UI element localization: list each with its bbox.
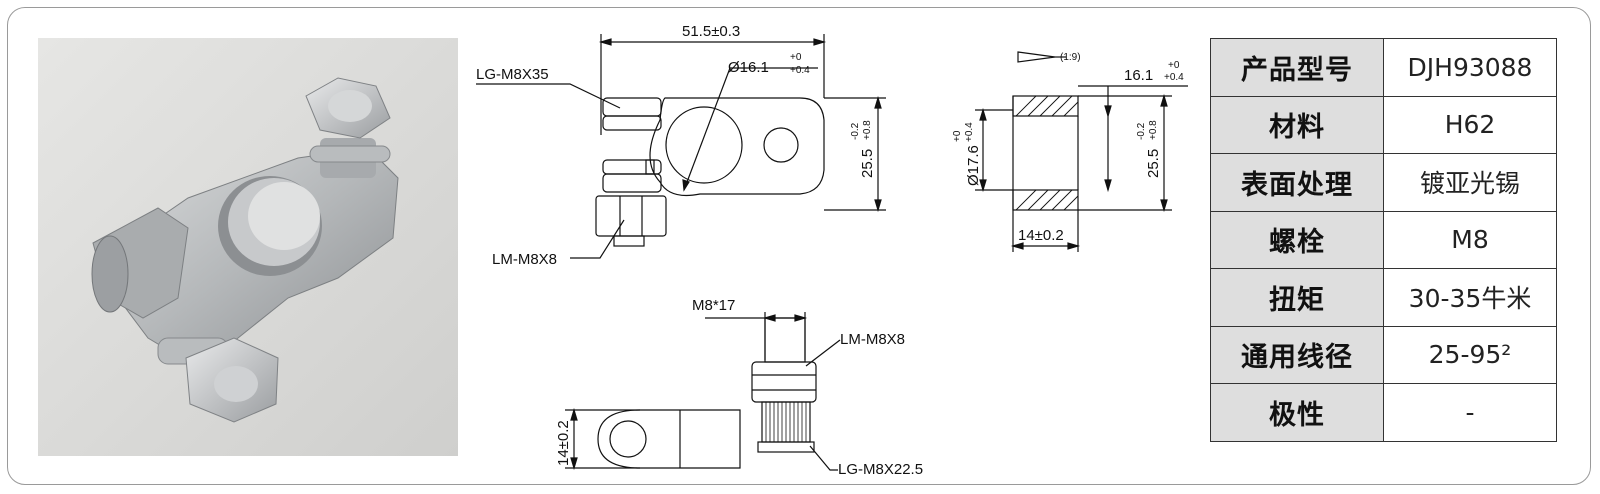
section-bottom-dim: 14±0.2 [1018, 227, 1064, 244]
top-height-dim: 25.5 [859, 149, 876, 178]
row-value: - [1383, 383, 1557, 442]
side-nut-label: LM-M8X8 [840, 331, 905, 348]
row-value: 25-95² [1383, 325, 1557, 384]
side-bolt-dim: M8*17 [692, 297, 735, 314]
top-width-dim: 51.5±0.3 [682, 23, 740, 40]
row-label: 通用线径 [1210, 325, 1384, 384]
top-bore-dim: Ø16.1 [728, 59, 769, 76]
spec-table: 产品型号 DJH93088 材料 H62 表面处理 镀亚光锡 螺栓 M8 扭矩 … [1210, 38, 1557, 442]
section-top-dim: 16.1 [1124, 67, 1153, 84]
section-top-tol-lower: +0.4 [1164, 72, 1184, 83]
section-right-tol-upper: -0.2 [1136, 122, 1147, 140]
table-row: 扭矩 30-35牛米 [1210, 268, 1557, 327]
row-value: 30-35牛米 [1383, 268, 1557, 327]
top-nut-label: LM-M8X8 [492, 251, 557, 268]
row-label: 扭矩 [1210, 268, 1384, 327]
side-bolt-label: LG-M8X22.5 [838, 461, 923, 478]
section-left-tol-lower: +0.4 [964, 122, 975, 142]
table-row: 极性 - [1210, 383, 1557, 442]
section-taper-label: (1:9) [1060, 52, 1081, 63]
top-height-tol-lower: +0.8 [862, 120, 873, 140]
top-height-tol-upper: -0.2 [850, 122, 861, 140]
row-value: DJH93088 [1383, 38, 1557, 97]
page-frame [7, 7, 1591, 485]
top-bolt-label: LG-M8X35 [476, 66, 549, 83]
table-row: 材料 H62 [1210, 95, 1557, 154]
section-right-dim: 25.5 [1145, 149, 1162, 178]
table-row: 表面处理 镀亚光锡 [1210, 153, 1557, 212]
row-label: 产品型号 [1210, 38, 1384, 97]
side-height-dim: 14±0.2 [555, 420, 572, 466]
top-bore-tol-lower: +0.4 [790, 65, 810, 76]
row-value: H62 [1383, 95, 1557, 154]
row-value: M8 [1383, 210, 1557, 269]
section-top-tol-upper: +0 [1168, 60, 1180, 71]
table-row: 通用线径 25-95² [1210, 325, 1557, 384]
table-row: 螺栓 M8 [1210, 210, 1557, 269]
row-label: 表面处理 [1210, 153, 1384, 212]
section-right-tol-lower: +0.8 [1148, 120, 1159, 140]
row-label: 螺栓 [1210, 210, 1384, 269]
top-bore-tol-upper: +0 [790, 52, 802, 63]
section-left-dim: Ø17.6 [965, 145, 982, 186]
section-left-tol-upper: +0 [952, 130, 963, 142]
product-photo [38, 38, 458, 456]
row-label: 材料 [1210, 95, 1384, 154]
table-row: 产品型号 DJH93088 [1210, 38, 1557, 97]
row-value: 镀亚光锡 [1383, 153, 1557, 212]
technical-drawing: 51.5±0.3 LG-M8X35 LM-M8X8 Ø16.1 +0 +0.4 … [476, 23, 1188, 478]
row-label: 极性 [1210, 383, 1384, 442]
